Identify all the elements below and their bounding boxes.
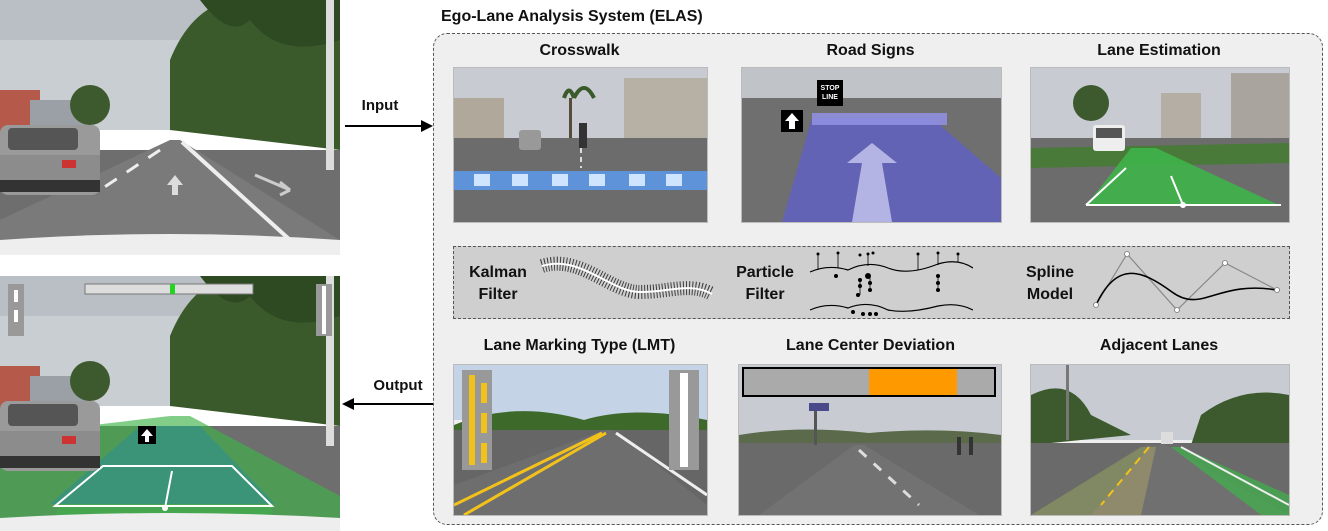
spline-model-graphic [1092,250,1282,315]
input-image [0,0,340,255]
input-label: Input [361,97,399,114]
input-arrow: Input [345,95,435,135]
lane-estimation-image [1030,67,1290,223]
panel-title-road-signs: Road Signs [826,42,915,59]
output-image [0,276,340,531]
spline-model-label: Spline Model [1025,264,1074,303]
system-title: Ego-Lane Analysis System (ELAS) [441,8,703,25]
output-label: Output [373,377,423,394]
kalman-filter-label: Kalman Filter [469,264,527,303]
line-sign-text: LINE [822,94,838,101]
lmt-image [453,364,708,516]
panel-title-adjacent-lanes: Adjacent Lanes [1099,337,1219,354]
kalman-filter-graphic [540,252,715,312]
output-arrow: Output [342,375,434,415]
road-signs-image: STOP LINE [741,67,1002,223]
adjacent-lanes-image [1030,364,1290,516]
particle-filter-label: Particle Filter [736,264,794,303]
panel-title-lane-center-deviation: Lane Center Deviation [786,337,955,354]
stop-sign-text: STOP [821,85,840,92]
panel-title-lmt: Lane Marking Type (LMT) [483,337,676,354]
panel-title-crosswalk: Crosswalk [539,42,620,59]
crosswalk-image [453,67,708,223]
panel-title-lane-estimation: Lane Estimation [1097,42,1221,59]
lane-center-deviation-image [738,364,1002,516]
particle-filter-graphic [808,250,973,318]
